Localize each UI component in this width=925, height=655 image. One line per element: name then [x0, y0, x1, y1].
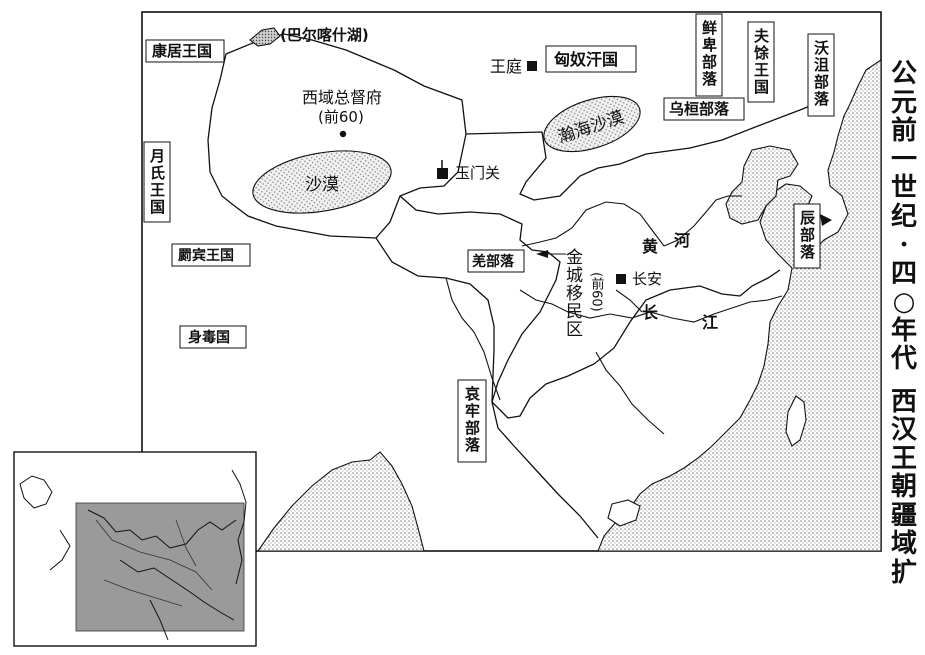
jincheng-year-label: (前60)	[589, 272, 605, 312]
jincheng-arrow-icon	[536, 250, 566, 258]
title-char: 前	[890, 116, 917, 146]
title-char: ·	[899, 230, 909, 260]
xianbei-label: 鲜卑部落	[700, 19, 718, 88]
title-char: 王	[890, 443, 917, 474]
title-char: 域	[890, 529, 917, 559]
changjiang-char-2: 江	[702, 313, 718, 332]
wangting-marker	[527, 61, 537, 71]
rivers	[445, 195, 783, 435]
title-char: 纪	[890, 201, 917, 232]
ailao-label: 哀牢部落	[463, 385, 481, 454]
xiyu-label: 西域总督府	[302, 88, 382, 107]
title-char: 疆	[890, 500, 917, 531]
title-char: 年	[890, 315, 917, 346]
han-northern-border	[465, 97, 831, 201]
changan-label: 长安	[632, 270, 662, 288]
plateau-border	[375, 237, 495, 403]
fuyu-label: 夫馀王国	[752, 27, 770, 96]
balkhash-label: (巴尔喀什湖)	[280, 26, 369, 44]
xiyu-point-icon	[339, 130, 347, 138]
wuhuan-label: 乌桓部落	[669, 100, 730, 118]
balkhash-lake	[249, 27, 281, 47]
han-coast-edge	[739, 269, 781, 297]
markers: 王庭 西域总督府 (前60) 玉门关 长安 黄 河 长 江	[302, 57, 832, 332]
huanghe-char-1: 黄	[642, 237, 658, 256]
kangju-label: 康居王国	[152, 42, 212, 60]
title-char: 世	[890, 173, 917, 203]
inset-borders	[95, 519, 213, 607]
hanhai-desert	[543, 95, 641, 153]
title-spacer	[888, 374, 920, 388]
yuezhi-label: 月氏王国	[148, 148, 166, 216]
wangting-label: 王庭	[490, 57, 522, 76]
east-sea	[597, 58, 882, 552]
western-river	[445, 277, 501, 401]
han-southwest-border	[491, 401, 599, 539]
qiang-label: 羌部落	[472, 253, 515, 270]
title-char: 公	[890, 59, 917, 89]
title-char: 一	[890, 144, 917, 175]
yumenguan-label: 玉门关	[455, 164, 500, 182]
inset-coastline	[19, 469, 247, 641]
title-char: 汉	[890, 415, 917, 445]
inset-map	[13, 451, 257, 647]
woju-label: 沃沮部落	[812, 39, 830, 108]
taklamakan-desert	[252, 150, 392, 214]
boxed-labels: 康居王国 匈奴汗国 乌桓部落 罽宾王国 羌部落 身毒国	[145, 39, 745, 349]
southern-river	[595, 351, 665, 435]
title-char: 四	[890, 258, 917, 289]
yumenguan-fort-icon	[437, 160, 448, 179]
xiyu-year-label: (前60)	[318, 108, 364, 126]
changjiang-char-1: 长	[642, 303, 659, 322]
bohai-sea	[725, 145, 799, 225]
title-char: 元	[890, 87, 917, 118]
han-river	[615, 289, 643, 313]
vertical-labels: 鲜卑部落 夫馀王国 沃沮部落 月氏王国 辰部落 哀牢部落 金城移民区 (前60)	[143, 13, 835, 463]
jincheng-label: 金城移民区	[562, 248, 583, 338]
taiwan-island	[785, 395, 807, 447]
bay-of-bengal	[256, 451, 425, 552]
title-char: 西	[890, 386, 917, 417]
chen-label: 辰部落	[798, 210, 816, 261]
title-char: 扩	[890, 557, 917, 588]
huanghe-char-2: 河	[674, 231, 690, 250]
shendu-label: 身毒国	[188, 329, 230, 346]
chen-arrow-icon	[820, 214, 832, 226]
yellow-river	[521, 195, 742, 247]
sea-areas	[256, 58, 882, 552]
map-title: 公 元 前 一 世 纪 · 四 ○ 年 代 西 汉 王 朝 疆 域 扩	[888, 60, 920, 587]
hainan-island	[607, 499, 641, 527]
yangtze-river	[519, 289, 783, 323]
jibin-label: 罽宾王国	[177, 247, 234, 264]
title-char: 朝	[890, 472, 917, 502]
desert-label: 沙漠	[305, 175, 339, 195]
title-char: ○	[892, 287, 916, 317]
title-char: 代	[890, 344, 917, 374]
xiongnu-label: 匈奴汗国	[553, 50, 618, 69]
changan-marker	[616, 274, 626, 284]
